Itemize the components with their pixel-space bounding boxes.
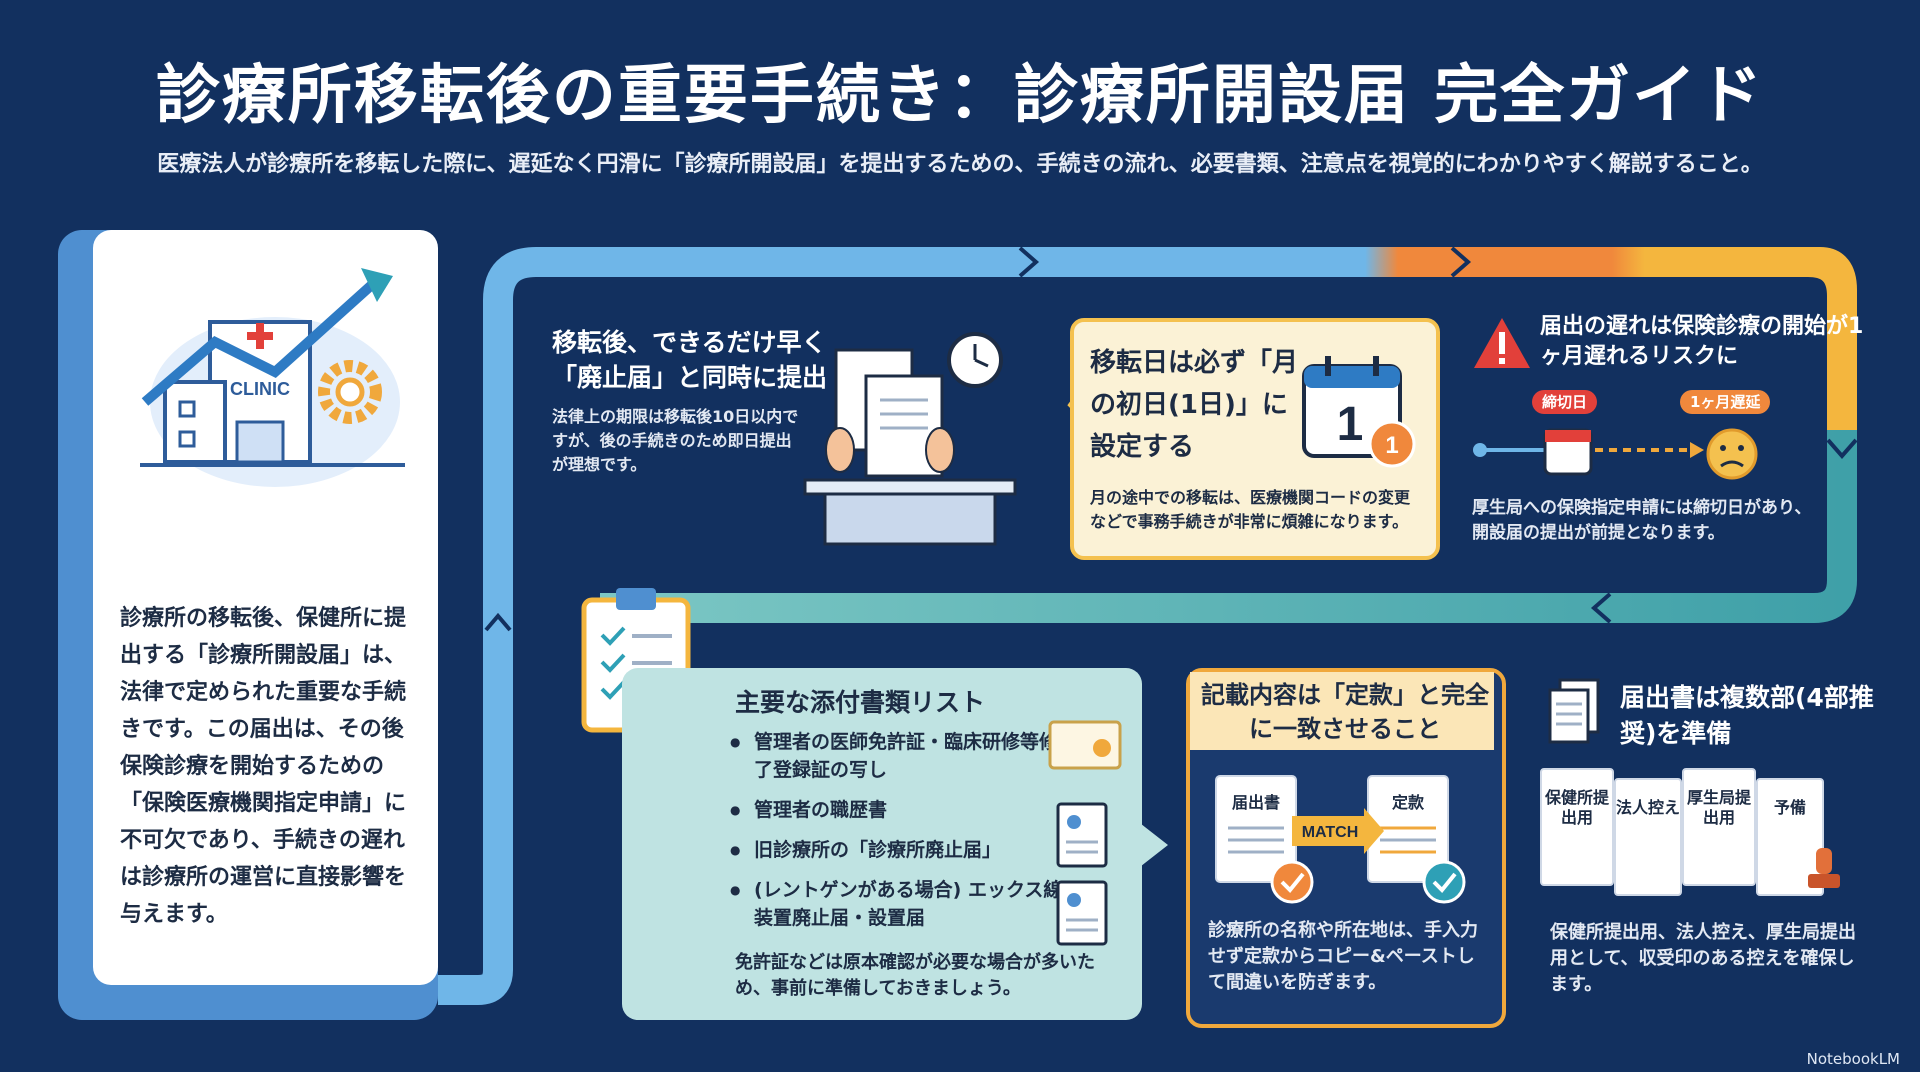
badge-icon [1368,420,1416,468]
document-desk-illustration [803,332,1017,546]
copy-document: 法人控え [1614,778,1682,896]
attachments-note: 免許証などは原本確認が必要な場合が多いため、事前に準備しておきましょう。 [735,952,1095,999]
path-right-top-corner [1807,247,1857,430]
match-title: 記載内容は「定款」と完全に一致させること [1201,681,1489,743]
desk-icon [803,478,1017,496]
submit-body: 法律上の期限は移転後10日以内ですが、後の手続きのため即日提出が理想です。 [552,407,799,474]
attachments-list: 管理者の医師免許証・臨床研修等修了登録証の写し 管理者の職歴書 旧診療所の「診療… [730,728,1070,944]
check-icon [600,626,626,646]
delay-badge: 1ヶ月遅延 [1680,390,1771,414]
svg-text:MATCH: MATCH [1302,824,1359,841]
chevron-icon [484,612,512,632]
intro-text: 診療所の移転後、保健所に提出する「診療所開設届」は、法律で定められた重要な手続き… [120,606,407,927]
chevron-icon [1018,246,1040,278]
copy-label: 予備 [1773,798,1806,817]
form-icon [1056,880,1108,946]
date-heading: 移転日は必ず「月の初日(1日)」に設定する [1090,348,1299,462]
submit-heading: 移転後、できるだけ早く「廃止届」と同時に提出 [552,328,828,392]
deadline-badge: 締切日 [1532,390,1598,414]
footer-brand: NotebookLM [1806,1050,1900,1068]
delay-timeline [1473,428,1758,480]
growth-arrow-icon [141,278,379,406]
copies-body: 保健所提出用、法人控え、厚生局提出用として、収受印のある控えを確保します。 [1550,922,1856,995]
match-illustration: 届出書 定款 MATCH [1215,775,1466,904]
calendar-icon: 1 1 [1302,356,1416,468]
resume-icon [1056,802,1108,868]
copy-document: 保健所提出用 [1540,768,1614,886]
copy-label: 法人控え [1616,798,1681,817]
documents-stack-icon [1548,678,1600,744]
clinic-label: CLINIC [230,379,290,399]
copy-document: 厚生局提出用 [1682,768,1756,886]
risk-body: 厚生局への保険指定申請には締切日があり、開設届の提出が前提となります。 [1472,498,1812,543]
svg-text:1: 1 [1385,432,1398,459]
chevron-icon [1450,246,1472,278]
calendar-day: 1 [1337,398,1364,451]
list-item: 管理者の医師免許証・臨床研修等修了登録証の写し [730,728,1070,784]
gear-icon [318,360,382,424]
match-body: 診療所の名称や所在地は、手入力せず定款からコピー&ペーストして間違いを防ぎます。 [1208,920,1478,993]
risk-heading: 届出の遅れは保険診療の開始が1ヶ月遅れるリスクに [1540,314,1864,369]
check-badge-icon [1422,860,1466,904]
svg-text:届出書: 届出書 [1232,793,1280,812]
copy-label: 保健所提出用 [1544,788,1609,827]
chevron-icon [1136,820,1168,870]
chevron-icon [1590,592,1612,624]
stamp-icon [1808,848,1840,888]
copy-label: 厚生局提出用 [1686,788,1751,827]
chevron-icon [1826,438,1858,460]
sad-face-icon [1706,428,1758,480]
copies-title: 届出書は複数部(4部推奨)を準備 [1620,683,1874,748]
warning-icon [1474,318,1530,368]
check-badge-icon [1270,860,1314,904]
attachment-icons [1048,720,1122,946]
attachments-title: 主要な添付書類リスト [735,688,986,717]
list-item: 旧診療所の「診療所廃止届」 [730,836,1070,864]
date-body: 月の途中での移転は、医療機関コードの変更などで事務手続きが非常に煩雑になります。 [1090,488,1411,531]
path-right-down [600,430,1857,623]
list-item: (レントゲンがある場合) エックス線装置廃止届・設置届 [730,876,1070,932]
list-item: 管理者の職歴書 [730,796,1070,824]
page-title: 診療所移転後の重要手続き：診療所開設届 完全ガイド [155,59,1765,133]
page-subtitle: 医療法人が診療所を移転した際に、遅延なく円滑に「診療所開設届」を提出するための、… [157,152,1763,177]
svg-text:定款: 定款 [1391,793,1425,812]
clinic-illustration: CLINIC [140,268,405,487]
match-card-header [1190,672,1494,750]
match-arrow [1292,816,1364,846]
